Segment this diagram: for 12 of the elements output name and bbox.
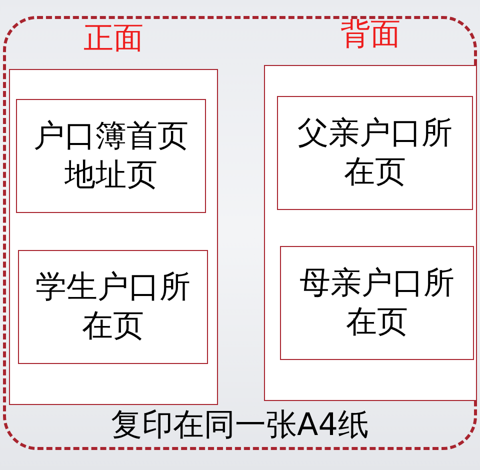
page-box — [18, 250, 208, 364]
box-label: 父亲户口所在页 — [296, 114, 454, 192]
page-box — [280, 246, 474, 360]
dashed-frame — [3, 16, 477, 450]
side-heading: 背面 — [340, 20, 400, 50]
page-box — [277, 96, 473, 210]
box-label: 母亲户口所在页 — [298, 264, 456, 342]
page-box — [16, 99, 206, 213]
box-label: 户口簿首页地址页 — [32, 117, 190, 195]
box-label: 学生户口所在页 — [34, 268, 192, 346]
frame-caption: 复印在同一张A4纸 — [111, 410, 369, 441]
side-heading: 正面 — [84, 24, 144, 54]
